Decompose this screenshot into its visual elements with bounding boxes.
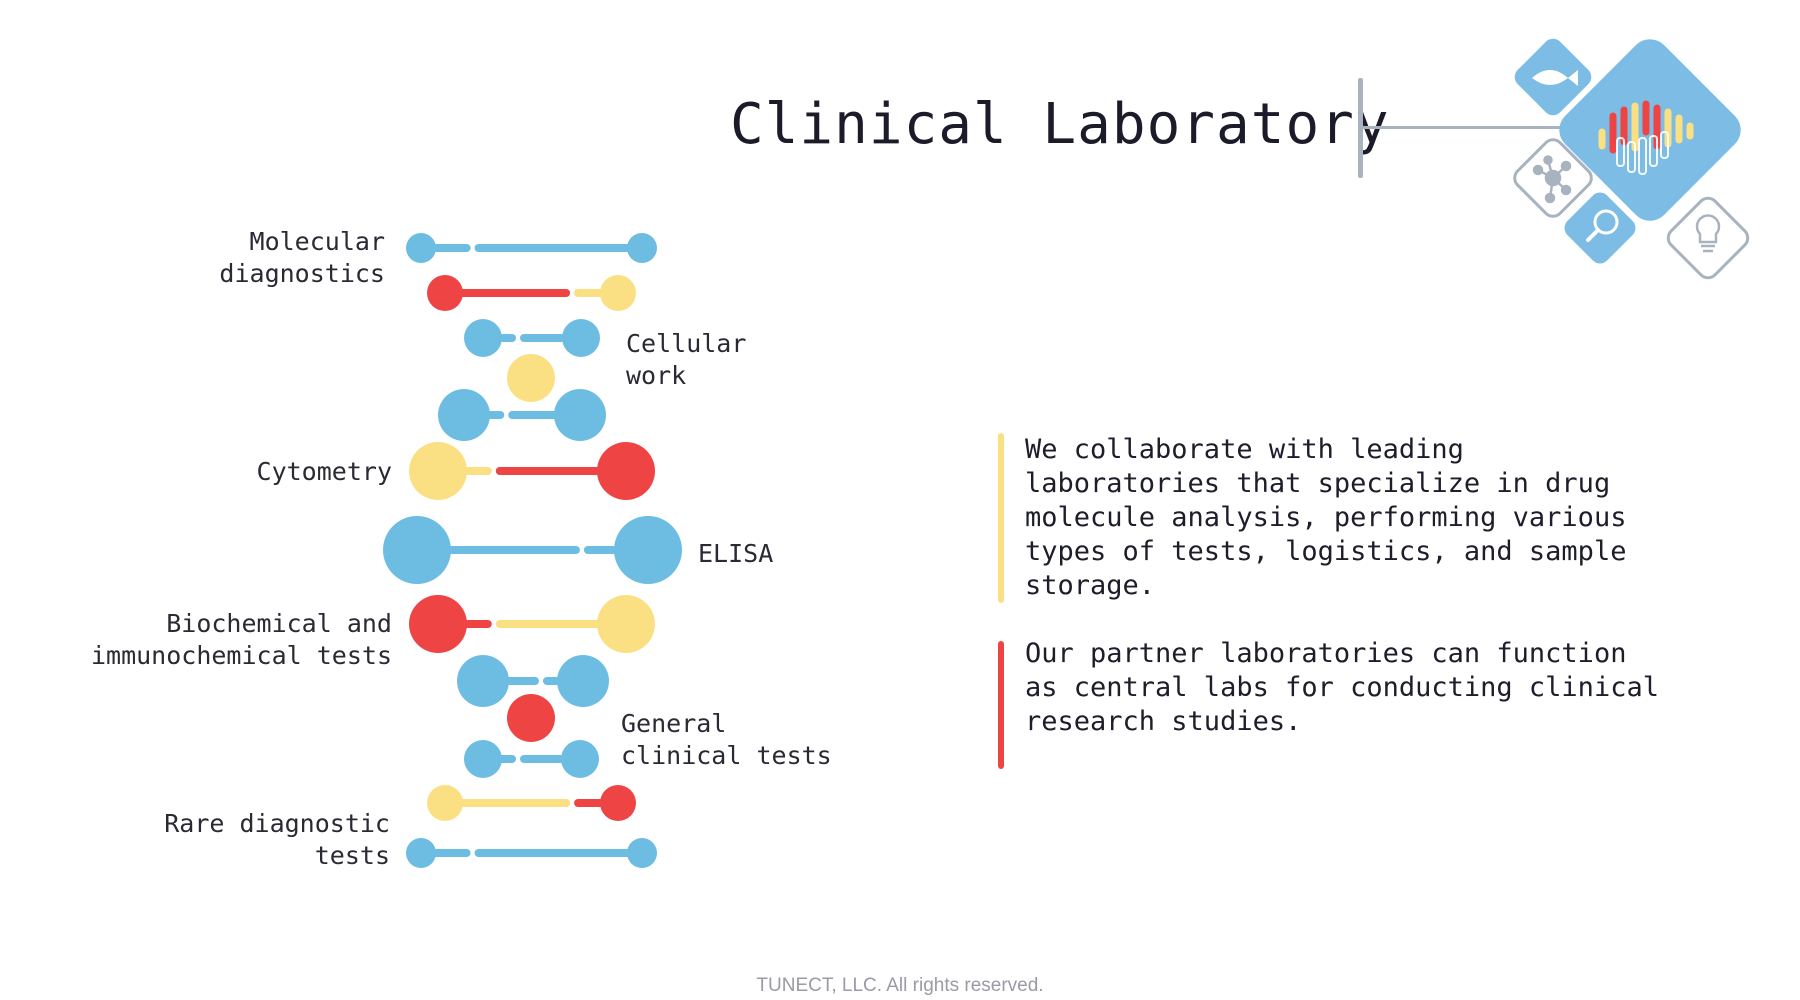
label-molecular-diagnostics: Molecular diagnostics: [219, 227, 385, 288]
helix-rung-4: [438, 389, 606, 441]
helix-rung-8: [457, 655, 609, 707]
magnifier-icon: [1564, 192, 1636, 264]
helix-center-node-2: [507, 694, 555, 742]
helix-node: [457, 655, 509, 707]
label-general-clinical-tests: General clinical tests: [621, 709, 832, 770]
helix-node: [614, 516, 682, 584]
helix-node: [383, 516, 451, 584]
helix-node: [627, 233, 657, 263]
helix-node: [600, 275, 636, 311]
helix-rung-9: [464, 740, 599, 778]
molecule-icon: [1513, 138, 1593, 218]
label-biochemical-immunochemical: Biochemical and immunochemical tests: [90, 609, 392, 670]
helix-node: [597, 595, 655, 653]
page-title: Clinical Laboratory: [730, 92, 1390, 157]
helix-center-node-1: [507, 354, 555, 402]
helix-node: [427, 785, 463, 821]
title-divider: [1358, 78, 1363, 178]
helix-rung-1: [406, 233, 657, 263]
helix-rung-11: [406, 838, 657, 868]
helix-node: [464, 319, 502, 357]
fish-icon: [1514, 38, 1592, 116]
helix-rung-7: [409, 595, 655, 653]
helix-node: [562, 319, 600, 357]
helix-node: [406, 233, 436, 263]
footer-copyright: TUNECT, LLC. All rights reserved.: [756, 975, 1044, 996]
helix-node: [557, 655, 609, 707]
dna-helix-diagram: [383, 233, 682, 868]
helix-node: [438, 389, 490, 441]
paragraph-1: We collaborate with leading laboratories…: [1025, 434, 1627, 601]
label-cytometry: Cytometry: [256, 457, 392, 486]
data-bars-icon: [1559, 39, 1741, 221]
helix-node: [600, 785, 636, 821]
helix-node: [627, 838, 657, 868]
title-connector-line: [1362, 126, 1572, 129]
helix-node: [406, 838, 436, 868]
helix-rung-6: [383, 516, 682, 584]
label-rare-diagnostic-tests: Rare diagnostic tests: [164, 809, 390, 870]
helix-node: [554, 389, 606, 441]
helix-node: [427, 275, 463, 311]
helix-node: [597, 442, 655, 500]
lightbulb-icon: [1666, 196, 1750, 280]
label-elisa: ELISA: [698, 539, 774, 568]
helix-rung-10: [427, 785, 636, 821]
helix-rung-5: [409, 442, 655, 500]
helix-node: [561, 740, 599, 778]
icon-cluster: [1513, 38, 1750, 280]
paragraph-2-accent-bar: [998, 641, 1004, 769]
helix-node: [409, 595, 467, 653]
helix-node: [409, 442, 467, 500]
helix-node: [464, 740, 502, 778]
helix-rung-3: [464, 319, 600, 357]
paragraph-2: Our partner laboratories can function as…: [1025, 638, 1659, 737]
helix-rung-2: [427, 275, 636, 311]
paragraph-1-accent-bar: [998, 433, 1004, 603]
label-cellular-work: Cellular work: [626, 329, 747, 390]
